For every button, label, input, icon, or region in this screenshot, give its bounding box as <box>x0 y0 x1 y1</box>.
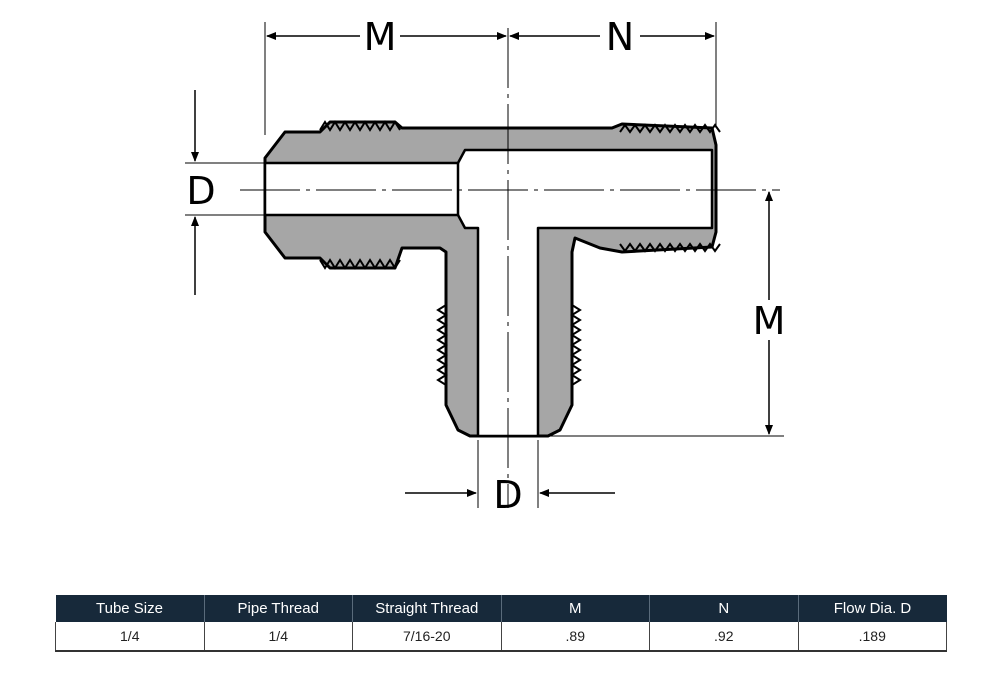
thread-bottom-right <box>619 242 721 253</box>
thread-bottom-left <box>319 258 401 270</box>
thread-top-right <box>619 123 721 134</box>
header-straight-thread: Straight Thread <box>352 595 501 622</box>
spec-table: Tube Size Pipe Thread Straight Thread M … <box>55 595 947 652</box>
cell-pipe-thread: 1/4 <box>203 622 353 652</box>
dim-label-m-right: M <box>753 299 786 343</box>
tee-fitting-drawing: M N D M D <box>185 15 786 517</box>
header-m: M <box>500 595 650 622</box>
table-row: 1/4 1/4 7/16-20 .89 .92 .189 <box>55 622 947 652</box>
cell-n: .92 <box>649 622 798 652</box>
dim-label-n-top: N <box>606 15 634 59</box>
flow-bore <box>263 148 714 438</box>
thread-top-left <box>319 120 401 132</box>
table-header-row: Tube Size Pipe Thread Straight Thread M … <box>55 595 947 622</box>
cell-straight-thread: 7/16-20 <box>352 622 501 652</box>
dim-label-m-top: M <box>364 15 397 59</box>
dim-label-d-bottom: D <box>493 473 522 517</box>
cell-flow-dia: .189 <box>797 622 947 652</box>
thread-stem-right <box>570 304 582 386</box>
header-pipe-thread: Pipe Thread <box>203 595 353 622</box>
thread-stem-left <box>436 304 448 386</box>
cell-m: .89 <box>500 622 650 652</box>
header-tube-size: Tube Size <box>55 595 204 622</box>
header-flow-dia: Flow Dia. D <box>797 595 947 622</box>
header-n: N <box>649 595 798 622</box>
dim-label-d-left: D <box>186 169 215 213</box>
cell-tube-size: 1/4 <box>55 622 204 652</box>
